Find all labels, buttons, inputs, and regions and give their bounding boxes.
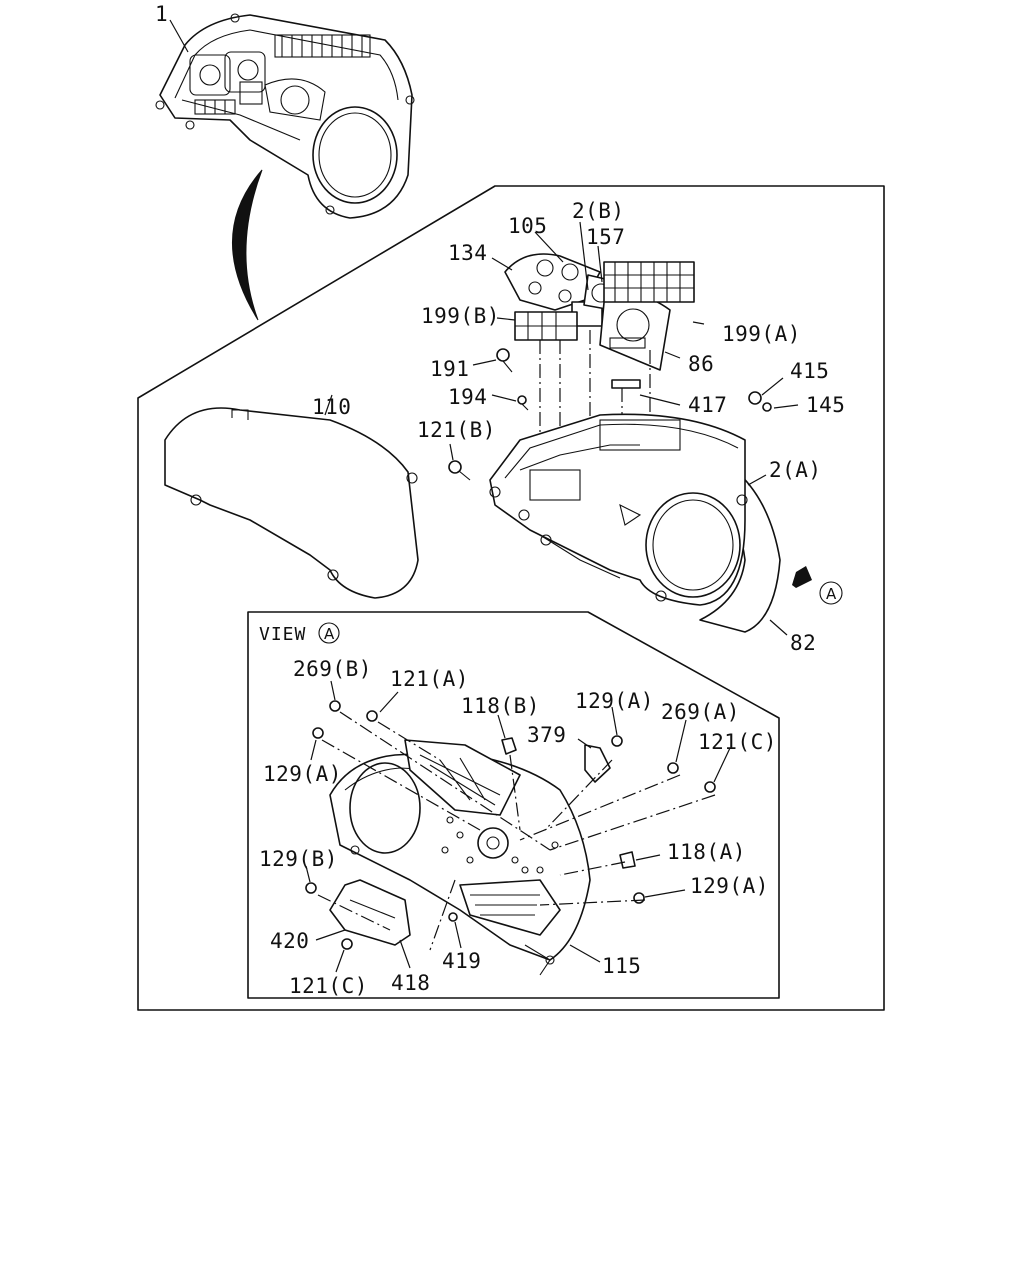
guide-lines-view-a: [317, 711, 716, 951]
view-a-arrow: [792, 566, 812, 588]
label-view-marker: A: [826, 585, 837, 603]
bracket-418: [329, 879, 411, 946]
label-415: 415: [790, 359, 829, 383]
label-269b: 269(B): [293, 657, 372, 681]
lens-cover-110: [164, 407, 419, 599]
label-118b: 118(B): [461, 694, 540, 718]
label-194: 194: [448, 385, 487, 409]
label-2a: 2(A): [769, 458, 822, 482]
view-a-frame: [247, 611, 780, 999]
label-129b: 129(B): [259, 847, 338, 871]
top-screws: [448, 348, 772, 481]
view-a-title: VIEW: [259, 624, 306, 645]
cluster-rear-view: [329, 739, 591, 976]
label-121a: 121(A): [390, 667, 469, 691]
label-420: 420: [270, 929, 309, 953]
assembly-arrow: [232, 169, 263, 321]
label-118a: 118(A): [667, 840, 746, 864]
label-82: 82: [790, 631, 816, 655]
label-121b: 121(B): [417, 418, 496, 442]
detail-frame: [137, 185, 885, 1011]
label-191: 191: [430, 357, 469, 381]
label-105: 105: [508, 214, 547, 238]
view-a-screws: [305, 700, 716, 950]
label-121c-1: 121(C): [698, 730, 777, 754]
label-110: 110: [312, 395, 351, 419]
part-labels: 1 2(B) 105 157 134 199(B) 199(A) 86 191 …: [155, 2, 845, 998]
label-269a: 269(A): [661, 700, 740, 724]
label-2b: 2(B): [572, 199, 625, 223]
label-418: 418: [391, 971, 430, 995]
view-a-circle: [819, 581, 843, 605]
label-134: 134: [448, 241, 487, 265]
label-129a-3: 129(A): [690, 874, 769, 898]
label-86: 86: [688, 352, 714, 376]
assembled-cluster-top: [155, 13, 415, 219]
label-199a: 199(A): [722, 322, 801, 346]
label-417: 417: [688, 393, 727, 417]
view-a-title-circle: [318, 622, 340, 644]
label-145: 145: [806, 393, 845, 417]
housing-assembly: [489, 413, 781, 633]
label-129a-1: 129(A): [575, 689, 654, 713]
label-1: 1: [155, 2, 168, 26]
label-121c-2: 121(C): [289, 974, 368, 998]
label-199b: 199(B): [421, 304, 500, 328]
label-115: 115: [602, 954, 641, 978]
gauge-set: [504, 253, 695, 389]
view-a-title-marker: A: [324, 625, 335, 643]
label-379: 379: [527, 723, 566, 747]
leader-lines: [169, 19, 799, 973]
label-419: 419: [442, 949, 481, 973]
label-129a-2: 129(A): [263, 762, 342, 786]
label-157: 157: [586, 225, 625, 249]
